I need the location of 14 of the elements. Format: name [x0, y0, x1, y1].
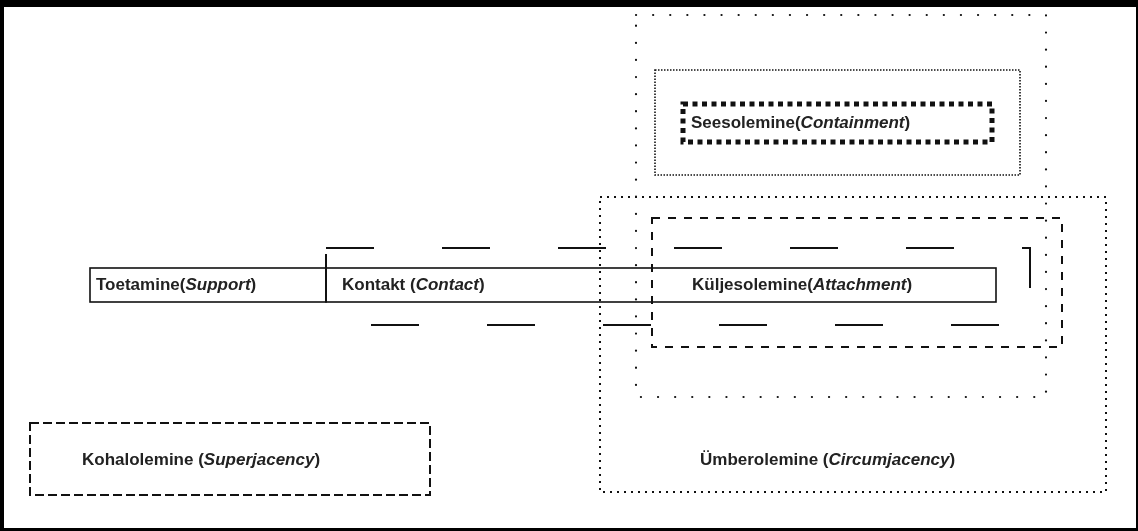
node-label: Küljesolemine(Attachment) — [692, 275, 913, 295]
dotted-box — [655, 70, 1020, 175]
thick-dotted-box — [683, 104, 992, 142]
node-label: Kohalolemine (Superjacency) — [82, 450, 321, 470]
node-label: Toetamine(Support) — [96, 275, 257, 295]
dotted-box — [636, 15, 1046, 397]
long-dashed-box — [326, 248, 1030, 325]
dashed-box — [30, 423, 430, 495]
solid-box — [90, 268, 326, 302]
node-label: Ümberolemine (Circumjacency) — [700, 450, 956, 470]
dotted-box — [600, 197, 1106, 492]
node-label: Kontakt (Contact) — [342, 275, 485, 295]
node-label: Seesolemine(Containment) — [691, 113, 911, 133]
dashed-box — [652, 218, 1062, 347]
